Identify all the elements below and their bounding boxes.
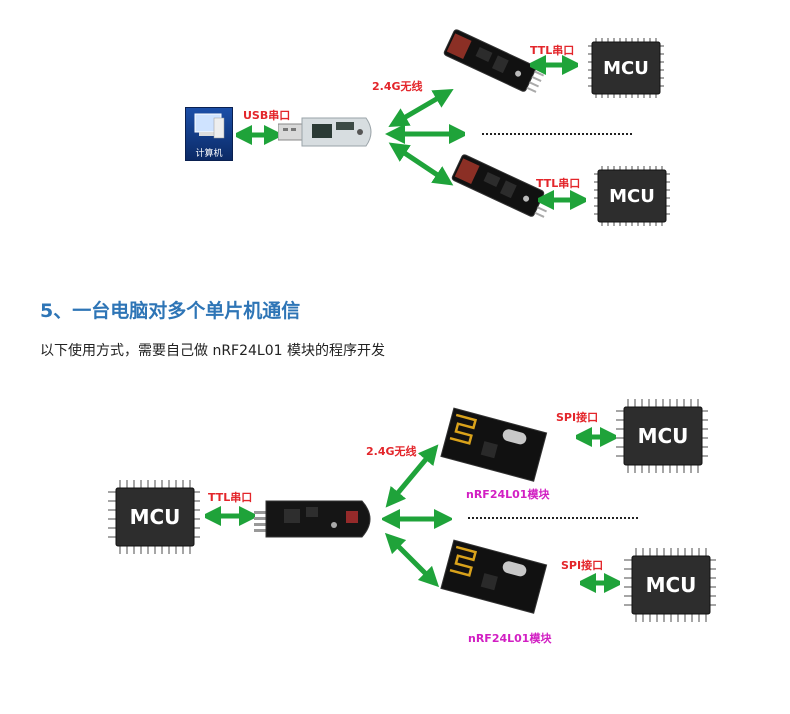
- ttl-arrow-bottom: [538, 190, 586, 210]
- dotted-separator-bottom: [468, 517, 638, 519]
- ttl-serial-label-top: TTL串口: [530, 44, 575, 57]
- mcu-label: MCU: [638, 424, 689, 448]
- usb-serial-label: USB串口: [243, 109, 291, 122]
- mcu-chip-bottom: MCU: [594, 166, 670, 226]
- wireless-label-top: 2.4G无线: [372, 80, 423, 93]
- ttl-serial-label-bottom: TTL串口: [536, 177, 581, 190]
- mcu-chip-right-top: MCU: [616, 399, 708, 473]
- nrf-module-image-top: [440, 407, 548, 482]
- usb-dongle-image: [278, 117, 372, 147]
- wireless-arrows-bottom: [382, 444, 452, 588]
- dotted-separator-top: [482, 133, 632, 135]
- spi-label-top: SPI接口: [556, 411, 599, 424]
- ttl-arrow-top: [530, 55, 578, 75]
- computer-label: 计算机: [195, 149, 223, 159]
- spi-arrow-bottom: [580, 573, 620, 593]
- usb-arrow: [236, 125, 280, 145]
- nrf-module-label-bottom: nRF24L01模块: [468, 632, 552, 645]
- mcu-chip-left: MCU: [108, 480, 200, 554]
- monitor-icon: [194, 113, 225, 139]
- mcu-chip-top: MCU: [588, 38, 664, 98]
- serial-module-image-top: [443, 29, 545, 93]
- mcu-label: MCU: [130, 505, 181, 529]
- nrf-module-image-bottom: [440, 539, 548, 614]
- mcu-chip-right-bottom: MCU: [624, 548, 716, 622]
- transceiver-board-image: [254, 500, 371, 538]
- section-heading: 5、一台电脑对多个单片机通信: [40, 300, 301, 322]
- wireless-arrows-top: [385, 88, 465, 186]
- mcu-label: MCU: [603, 58, 649, 79]
- section-description: 以下使用方式，需要自己做 nRF24L01 模块的程序开发: [40, 343, 385, 359]
- ttl-arrow: [205, 506, 255, 526]
- serial-module-image-bottom: [451, 154, 553, 218]
- mcu-label: MCU: [646, 573, 697, 597]
- wireless-label-bottom: 2.4G无线: [366, 445, 417, 458]
- nrf-module-label-top: nRF24L01模块: [466, 488, 550, 501]
- spi-arrow-top: [576, 427, 616, 447]
- mcu-label: MCU: [609, 186, 655, 207]
- spi-label-bottom: SPI接口: [561, 559, 604, 572]
- computer-icon: 计算机: [185, 107, 233, 161]
- ttl-serial-label: TTL串口: [208, 491, 253, 504]
